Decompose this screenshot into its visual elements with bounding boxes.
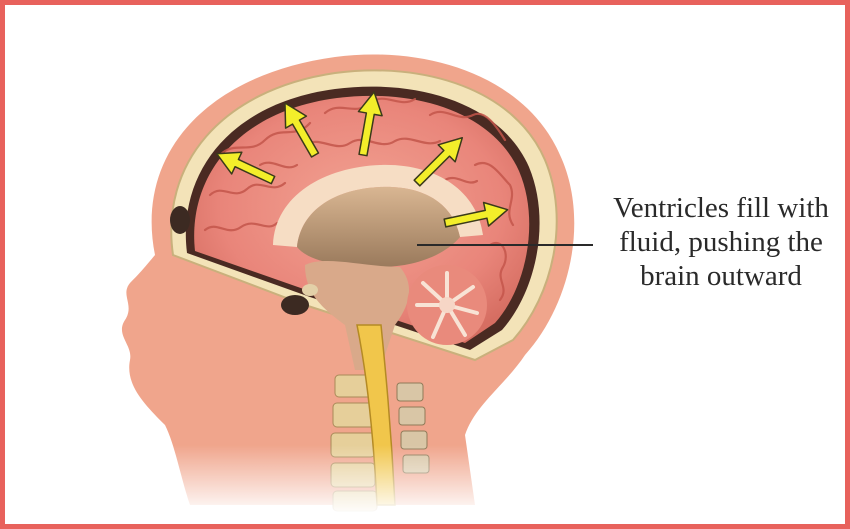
callout-caption: Ventricles fill with fluid, pushing the … — [590, 191, 850, 293]
cerebellum — [407, 265, 487, 345]
caption-line-1: Ventricles fill with — [590, 191, 850, 225]
caption-line-3: brain outward — [590, 259, 850, 293]
caption-line-2: fluid, pushing the — [590, 225, 850, 259]
